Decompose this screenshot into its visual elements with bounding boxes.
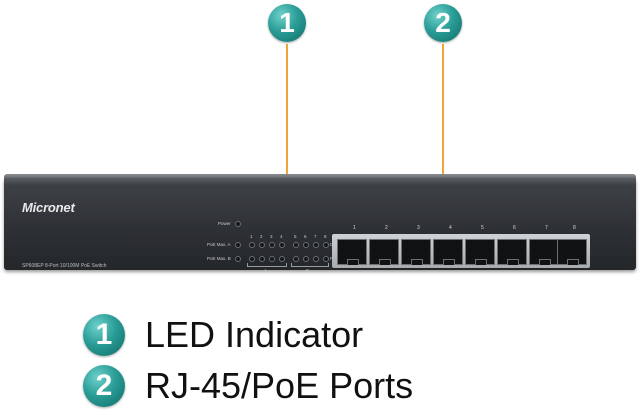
led-power xyxy=(235,221,241,227)
group-b-tick-right xyxy=(328,263,329,267)
rj45-port-3 xyxy=(401,239,431,265)
led-poe-max-b xyxy=(235,256,241,262)
group-label-a: A xyxy=(264,268,268,273)
led-number: 4 xyxy=(280,234,283,239)
port-number: 1 xyxy=(353,225,356,231)
rj45-port-2 xyxy=(369,239,399,265)
brand-logo: Micronet xyxy=(22,200,75,215)
callout-badge-1: 1 xyxy=(268,4,306,42)
led-number: 5 xyxy=(294,234,297,239)
port-number: 6 xyxy=(513,225,516,231)
rj45-port-7 xyxy=(529,239,559,265)
rj45-port-6 xyxy=(497,239,527,265)
rj45-port-4 xyxy=(433,239,463,265)
led-number: 3 xyxy=(270,234,273,239)
led-number: 2 xyxy=(260,234,263,239)
led-poe-7 xyxy=(313,256,319,262)
led-data-1 xyxy=(249,242,255,248)
port-number: 5 xyxy=(481,225,484,231)
port-number: 2 xyxy=(385,225,388,231)
model-text: SP608EP 8-Port 10/100M PoE Switch xyxy=(22,263,107,269)
led-poe-8 xyxy=(323,256,329,262)
callout-line-2 xyxy=(440,44,446,197)
led-number: 1 xyxy=(250,234,253,239)
led-label-power: Power xyxy=(218,221,231,226)
legend-badge-2: 2 xyxy=(83,365,125,407)
led-label-poe-max-b: PoE Max. B xyxy=(207,256,231,261)
legend-label-2: RJ-45/PoE Ports xyxy=(145,365,414,406)
led-poe-6 xyxy=(303,256,309,262)
led-poe-3 xyxy=(269,256,275,262)
led-data-8 xyxy=(323,242,329,248)
led-poe-max-a xyxy=(235,242,241,248)
group-a-tick-left xyxy=(247,263,248,267)
group-b-bracket xyxy=(291,266,329,267)
port-number: 7 xyxy=(545,225,548,231)
legend-label-1: LED Indicator xyxy=(145,314,364,355)
port-number: 8 xyxy=(573,225,576,231)
group-a-bracket xyxy=(247,266,287,267)
rj45-port-bank xyxy=(332,234,590,268)
led-data-4 xyxy=(279,242,285,248)
led-data-7 xyxy=(313,242,319,248)
rj45-port-1 xyxy=(337,239,367,265)
led-data-2 xyxy=(259,242,265,248)
led-poe-2 xyxy=(259,256,265,262)
rj45-port-8 xyxy=(557,239,587,265)
led-number: 7 xyxy=(314,234,317,239)
group-label-b: B xyxy=(306,268,310,273)
callout-badge-2: 2 xyxy=(424,4,462,42)
group-b-tick-left xyxy=(291,263,292,267)
led-label-poe-max-a: PoE Max. A xyxy=(207,242,231,247)
legend-badge-1: 1 xyxy=(83,314,125,356)
led-data-3 xyxy=(269,242,275,248)
group-a-tick-right xyxy=(286,263,287,267)
led-poe-1 xyxy=(249,256,255,262)
led-number: 8 xyxy=(324,234,327,239)
poe-switch: Micronet SP608EP 8-Port 10/100M PoE Swit… xyxy=(4,178,636,273)
led-number: 6 xyxy=(304,234,307,239)
led-poe-5 xyxy=(293,256,299,262)
led-poe-4 xyxy=(279,256,285,262)
port-number: 3 xyxy=(417,225,420,231)
led-data-6 xyxy=(303,242,309,248)
rj45-port-5 xyxy=(465,239,495,265)
port-number: 4 xyxy=(449,225,452,231)
led-data-5 xyxy=(293,242,299,248)
